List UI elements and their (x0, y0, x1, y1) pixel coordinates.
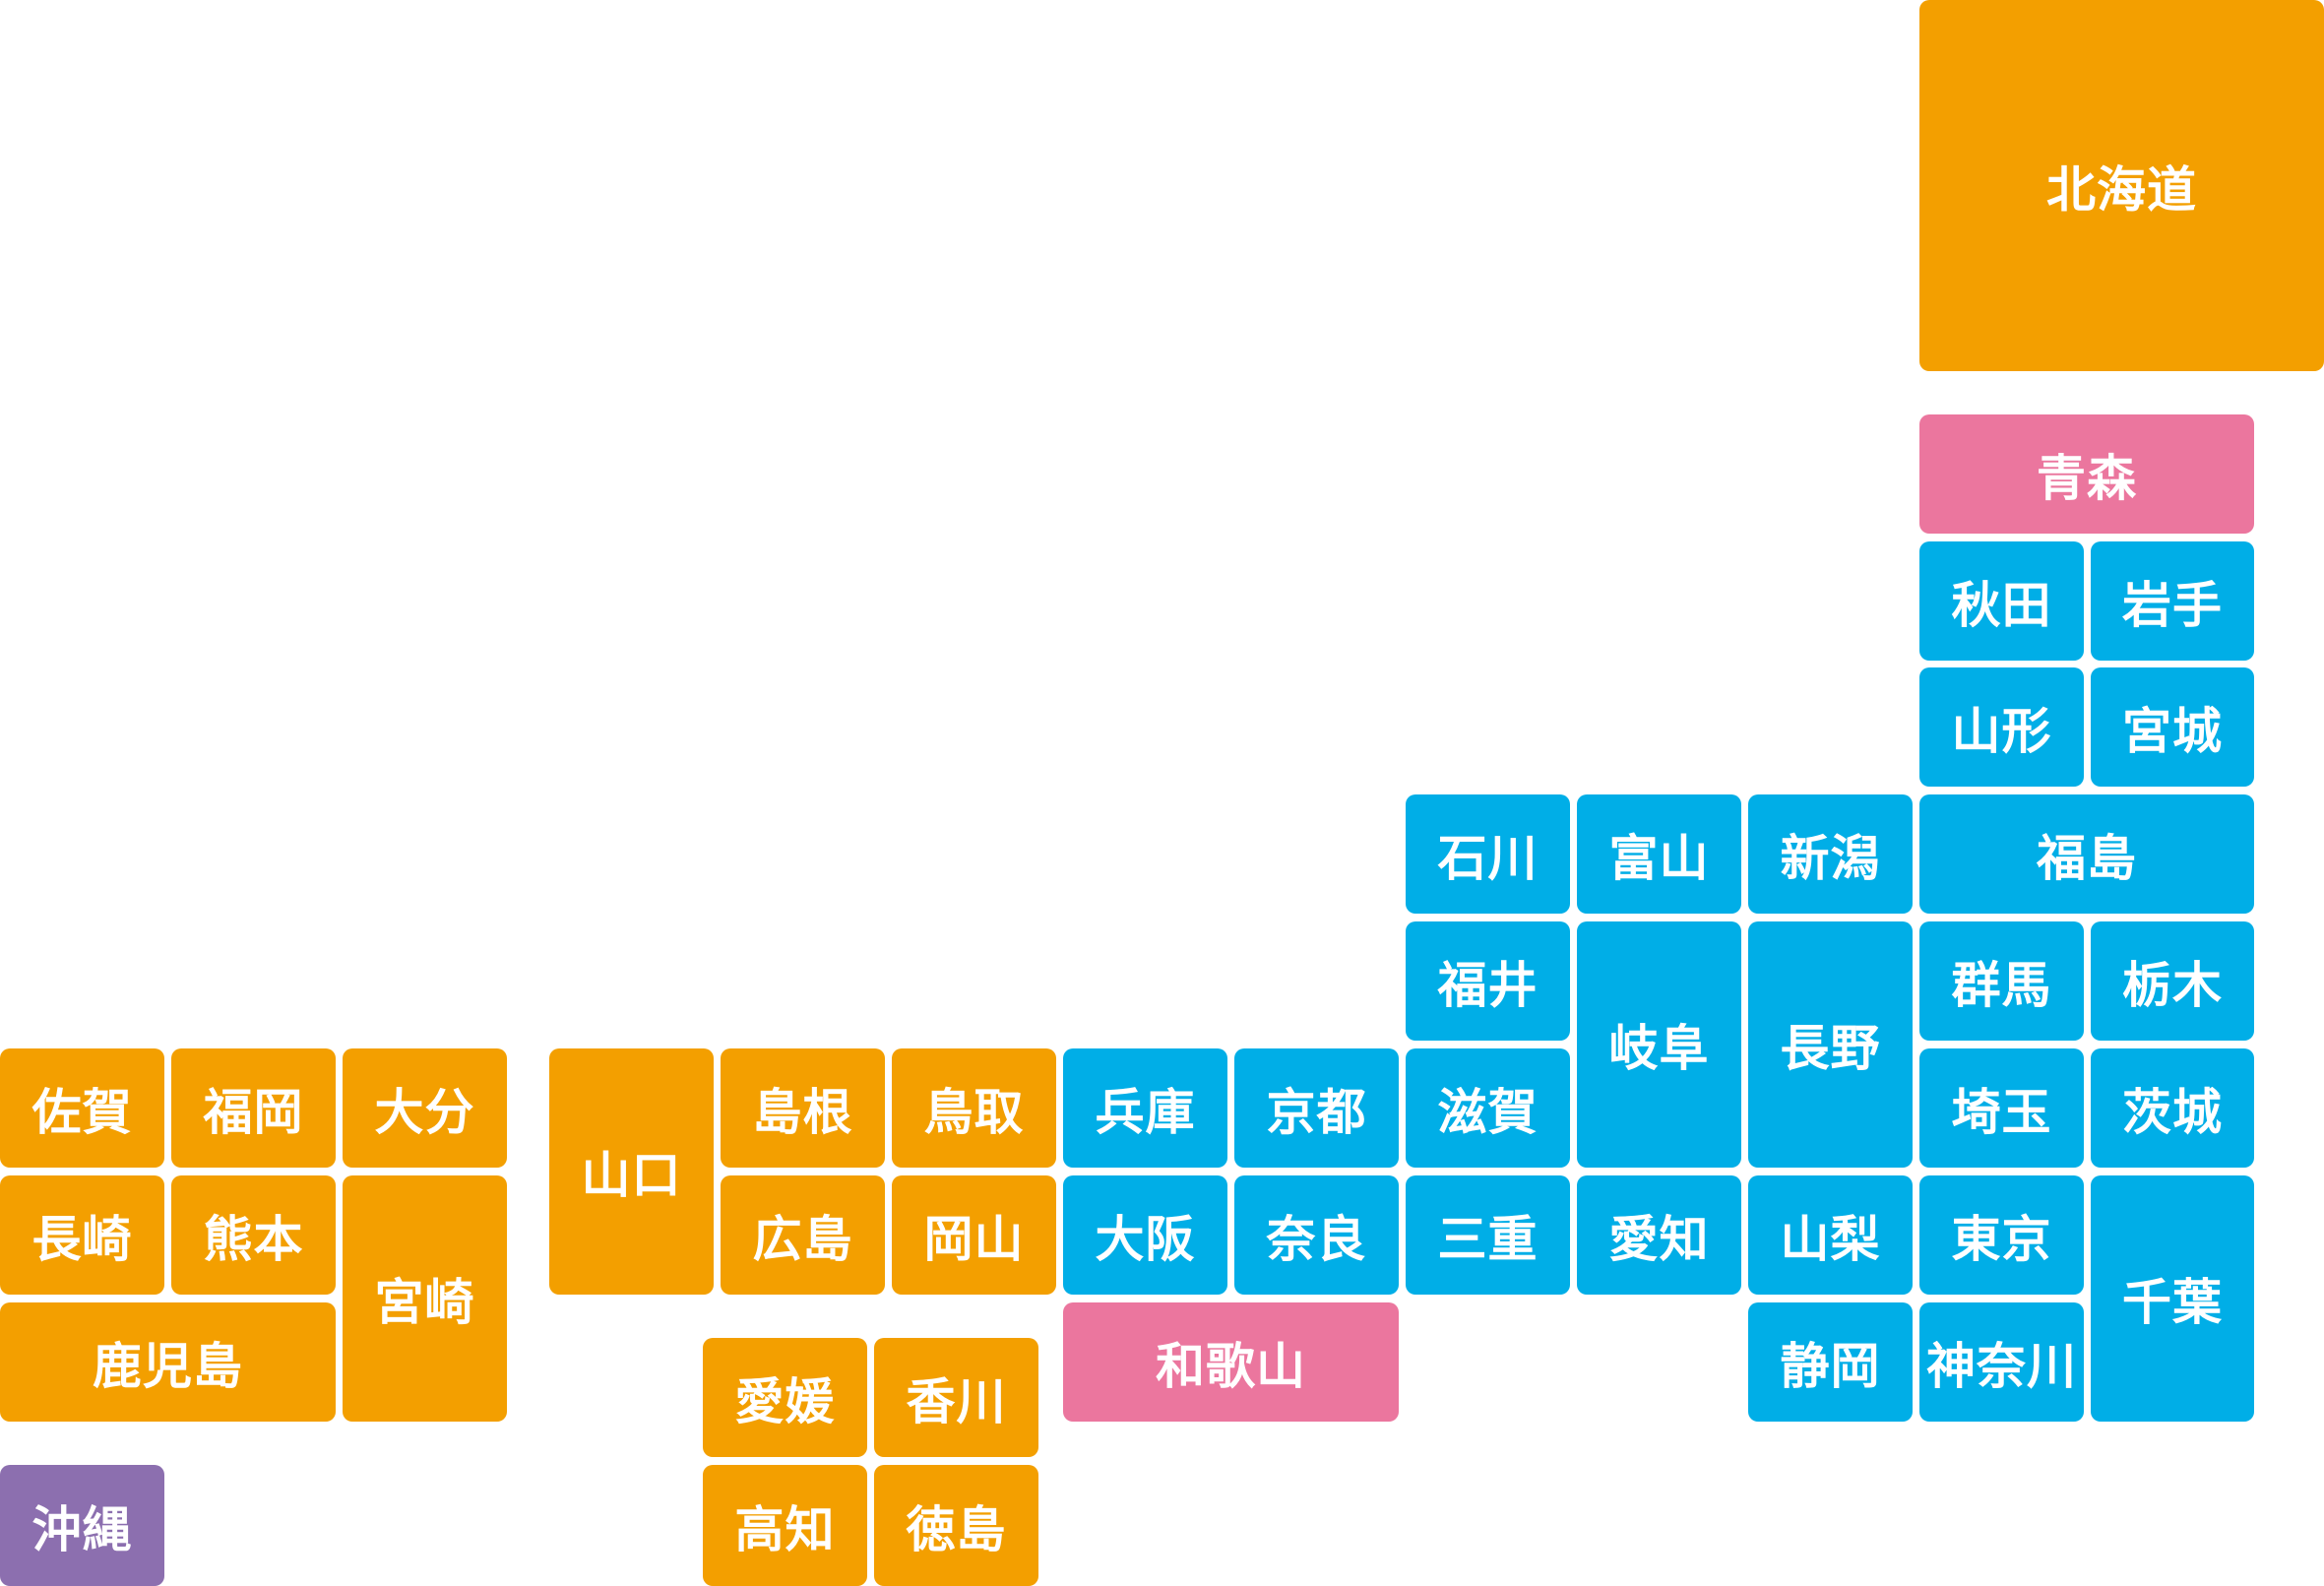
tile-kochi[interactable]: 高知 (703, 1465, 867, 1586)
tile-miyagi[interactable]: 宮城 (2091, 667, 2254, 787)
tile-tokushima[interactable]: 徳島 (874, 1465, 1038, 1586)
tile-okinawa[interactable]: 沖縄 (0, 1465, 164, 1586)
tile-fukushima[interactable]: 福島 (1919, 794, 2254, 914)
tile-ibaraki[interactable]: 茨城 (2091, 1048, 2254, 1168)
tile-ehime[interactable]: 愛媛 (703, 1338, 867, 1457)
tile-fukuoka[interactable]: 福岡 (171, 1048, 336, 1168)
tile-niigata[interactable]: 新潟 (1748, 794, 1913, 914)
tile-mie[interactable]: 三重 (1406, 1175, 1570, 1295)
tile-iwate[interactable]: 岩手 (2091, 541, 2254, 661)
tile-nagano[interactable]: 長野 (1748, 921, 1913, 1168)
tile-shizuoka[interactable]: 静岡 (1748, 1302, 1913, 1422)
tile-shiga[interactable]: 滋賀 (1406, 1048, 1570, 1168)
tile-shimane[interactable]: 島根 (721, 1048, 885, 1168)
tile-hiroshima[interactable]: 広島 (721, 1175, 885, 1295)
tile-nagasaki[interactable]: 長崎 (0, 1175, 164, 1295)
tile-kumamoto[interactable]: 熊本 (171, 1175, 336, 1295)
tile-kyoto[interactable]: 京都 (1234, 1048, 1399, 1168)
tile-tochigi[interactable]: 栃木 (2091, 921, 2254, 1041)
tile-saga[interactable]: 佐賀 (0, 1048, 164, 1168)
tile-kanagawa[interactable]: 神奈川 (1919, 1302, 2084, 1422)
tile-nara[interactable]: 奈良 (1234, 1175, 1399, 1295)
tile-aichi[interactable]: 愛知 (1577, 1175, 1741, 1295)
tile-yamanashi[interactable]: 山梨 (1748, 1175, 1913, 1295)
tile-gifu[interactable]: 岐阜 (1577, 921, 1741, 1168)
tile-kagoshima[interactable]: 鹿児島 (0, 1302, 336, 1422)
tile-tottori[interactable]: 鳥取 (892, 1048, 1056, 1168)
tile-fukui[interactable]: 福井 (1406, 921, 1570, 1041)
tile-osaka[interactable]: 大阪 (1063, 1175, 1227, 1295)
tile-saitama[interactable]: 埼玉 (1919, 1048, 2084, 1168)
tile-ishikawa[interactable]: 石川 (1406, 794, 1570, 914)
tile-okayama[interactable]: 岡山 (892, 1175, 1056, 1295)
tile-yamagata[interactable]: 山形 (1919, 667, 2084, 787)
tile-aomori[interactable]: 青森 (1919, 414, 2254, 534)
tile-yamaguchi[interactable]: 山口 (549, 1048, 714, 1295)
tile-chiba[interactable]: 千葉 (2091, 1175, 2254, 1422)
tile-miyazaki[interactable]: 宮崎 (343, 1175, 507, 1422)
tile-gunma[interactable]: 群馬 (1919, 921, 2084, 1041)
tile-toyama[interactable]: 富山 (1577, 794, 1741, 914)
tile-tokyo[interactable]: 東京 (1919, 1175, 2084, 1295)
tile-hyogo[interactable]: 兵庫 (1063, 1048, 1227, 1168)
tile-kagawa[interactable]: 香川 (874, 1338, 1038, 1457)
tile-akita[interactable]: 秋田 (1919, 541, 2084, 661)
tile-wakayama[interactable]: 和歌山 (1063, 1302, 1399, 1422)
tile-hokkaido[interactable]: 北海道 (1919, 0, 2324, 371)
tile-oita[interactable]: 大分 (343, 1048, 507, 1168)
